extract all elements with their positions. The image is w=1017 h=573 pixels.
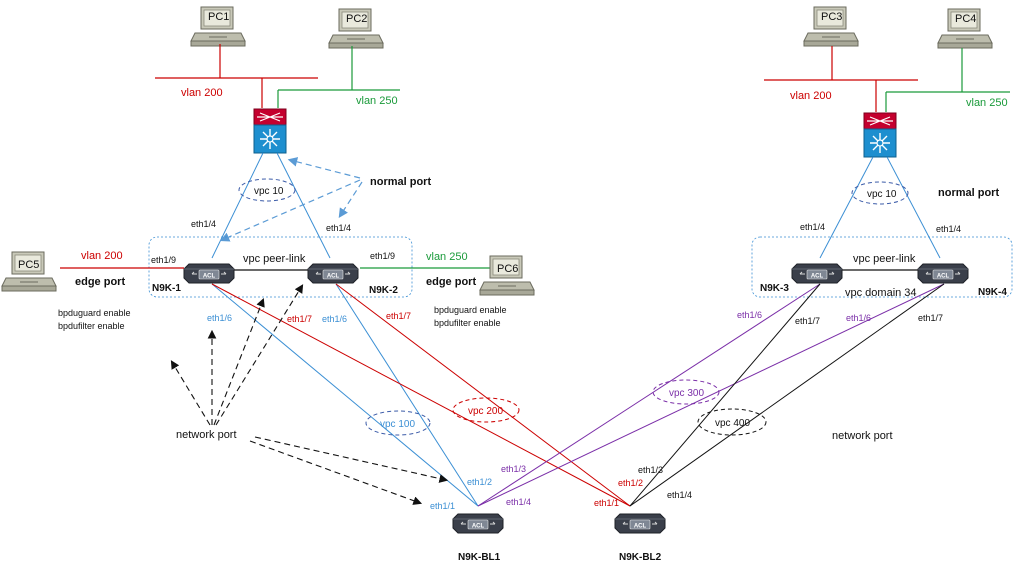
port-bl2-eth1-2: eth1/2	[618, 478, 643, 488]
n9k2-switch-icon	[307, 263, 359, 284]
network-port-label-left: network port	[176, 429, 237, 441]
vlan200-label-left: vlan 200	[181, 87, 223, 99]
edge-vlan-label-right: vlan 250	[426, 251, 468, 263]
vpc-domain-box-left	[148, 236, 413, 298]
port-n9k3-eth1-4: eth1/4	[800, 222, 825, 232]
bpdu-filter-label-left: bpdufilter enable	[58, 321, 125, 331]
vpc100-label: vpc 100	[380, 419, 415, 430]
vpc10-ellipse-right	[851, 181, 909, 205]
vpc-domain-label: vpc domain 34	[845, 287, 917, 299]
normal-port-label-left: normal port	[370, 176, 431, 188]
port-bl1-eth1-3: eth1/3	[501, 464, 526, 474]
pc6-icon	[479, 255, 535, 296]
normal-port-label-right: normal port	[938, 187, 999, 199]
vpc10-ellipse-left	[238, 178, 296, 202]
port-n9k1-eth1-9: eth1/9	[151, 255, 176, 265]
edge-port-label-right: edge port	[426, 276, 476, 288]
port-n9k2-eth1-7: eth1/7	[386, 311, 411, 321]
port-n9k1-eth1-4: eth1/4	[191, 219, 216, 229]
vpc200-label: vpc 200	[468, 406, 503, 417]
n9k4-switch-icon	[917, 263, 969, 284]
edge-port-label-left: edge port	[75, 276, 125, 288]
port-n9k2-eth1-4: eth1/4	[326, 223, 351, 233]
bpdu-filter-label-right: bpdufilter enable	[434, 318, 501, 328]
vpc400-label: vpc 400	[715, 418, 750, 429]
bl2-switch-icon	[614, 513, 666, 534]
vlan250-label-right: vlan 250	[966, 97, 1008, 109]
vpc10-label-right: vpc 10	[867, 189, 897, 200]
port-n9k3-eth1-6: eth1/6	[737, 310, 762, 320]
peer-link-label-left: vpc peer-link	[243, 253, 306, 265]
n9k1-label: N9K-1	[152, 283, 181, 294]
bpdu-guard-label-right: bpduguard enable	[434, 305, 507, 315]
port-n9k4-eth1-7: eth1/7	[918, 313, 943, 323]
pc2-label: PC2	[346, 13, 367, 25]
peer-link-label-right: vpc peer-link	[853, 253, 916, 265]
port-bl2-eth1-1: eth1/1	[594, 498, 619, 508]
bl2-label: N9K-BL2	[619, 552, 662, 563]
vpc300-ellipse	[652, 379, 720, 405]
port-n9k4-eth1-4: eth1/4	[936, 224, 961, 234]
port-bl1-eth1-1: eth1/1	[430, 501, 455, 511]
bl1-label: N9K-BL1	[458, 552, 501, 563]
access-switch-right-icon	[863, 112, 897, 158]
vlan250-label-left: vlan 250	[356, 95, 398, 107]
vpc100-ellipse	[365, 410, 431, 436]
vpc10-label-left: vpc 10	[254, 186, 284, 197]
pc4-label: PC4	[955, 13, 976, 25]
bpdu-guard-label-left: bpduguard enable	[58, 308, 131, 318]
n9k3-switch-icon	[791, 263, 843, 284]
port-bl2-eth1-4: eth1/4	[667, 490, 692, 500]
port-n9k2-eth1-6: eth1/6	[322, 314, 347, 324]
vpc300-label: vpc 300	[669, 388, 704, 399]
pc1-label: PC1	[208, 11, 229, 23]
n9k4-label: N9K-4	[978, 287, 1007, 298]
port-n9k1-eth1-6: eth1/6	[207, 313, 232, 323]
pc6-label: PC6	[497, 263, 518, 275]
n9k3-label: N9K-3	[760, 283, 789, 294]
network-port-label-right: network port	[832, 430, 893, 442]
pc3-label: PC3	[821, 11, 842, 23]
port-n9k2-eth1-9: eth1/9	[370, 251, 395, 261]
port-n9k1-eth1-7: eth1/7	[287, 314, 312, 324]
port-n9k4-eth1-6: eth1/6	[846, 313, 871, 323]
pc5-label: PC5	[18, 259, 39, 271]
port-bl1-eth1-2: eth1/2	[467, 477, 492, 487]
access-switch-left-icon	[253, 108, 287, 154]
vpc400-ellipse	[697, 408, 767, 436]
port-bl2-eth1-3: eth1/3	[638, 465, 663, 475]
n9k1-switch-icon	[183, 263, 235, 284]
edge-vlan-label-left: vlan 200	[81, 250, 123, 262]
vpc-domain-box-right	[751, 236, 1013, 298]
n9k2-label: N9K-2	[369, 285, 398, 296]
pc5-icon	[1, 251, 57, 292]
bl1-switch-icon	[452, 513, 504, 534]
port-bl1-eth1-4: eth1/4	[506, 497, 531, 507]
vpc200-ellipse	[452, 397, 520, 423]
port-n9k3-eth1-7: eth1/7	[795, 316, 820, 326]
vlan200-label-right: vlan 200	[790, 90, 832, 102]
